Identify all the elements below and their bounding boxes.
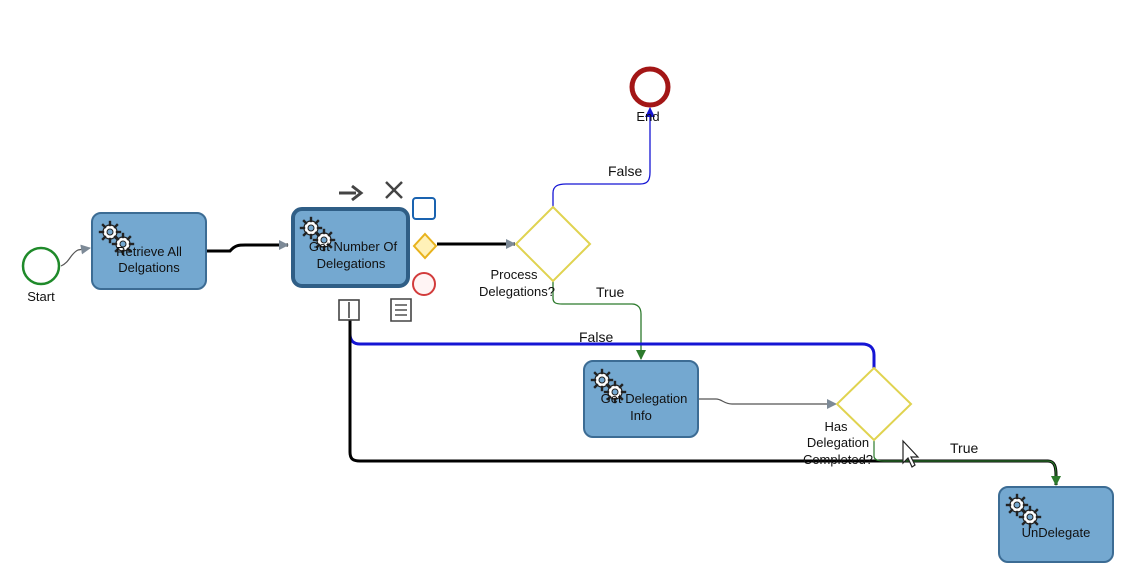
task-label: Retrieve All	[116, 244, 182, 259]
flow-process-true-to-getinfo[interactable]	[552, 281, 646, 360]
context-pad	[338, 181, 438, 322]
gateway-process-delegations[interactable]	[514, 205, 592, 283]
start-event-label: Start	[27, 289, 55, 304]
task-label: Info	[630, 408, 652, 423]
append-end-event-icon[interactable]	[412, 272, 436, 296]
task-label: Get Number Of	[309, 239, 398, 254]
task-get-delegation-info[interactable]: Get Delegation Info	[583, 360, 699, 438]
task-undelegate[interactable]: UnDelegate	[998, 486, 1114, 563]
flow-process-false-to-end[interactable]	[552, 107, 655, 207]
append-gateway-icon[interactable]	[412, 232, 438, 260]
gateway-label: Delegations?	[479, 284, 555, 299]
end-event-label: End	[636, 109, 659, 124]
delete-icon[interactable]	[385, 181, 403, 199]
gateway-label: Completed?	[803, 452, 873, 467]
append-task-icon[interactable]	[412, 197, 436, 220]
start-event[interactable]	[21, 246, 61, 286]
gateway-label: Has	[824, 419, 848, 434]
gear-icon	[1018, 505, 1042, 529]
gateway-label: Delegation	[807, 435, 869, 450]
gateway-has-delegation-completed[interactable]	[835, 366, 913, 442]
mouse-cursor-icon	[902, 439, 920, 468]
flow-retrieve-to-getnumber[interactable]	[206, 240, 289, 253]
properties-icon[interactable]	[338, 299, 360, 321]
gateway-label: Process	[491, 267, 538, 282]
flow-getinfo-to-has[interactable]	[698, 398, 837, 409]
edge-label-process-false: False	[608, 163, 642, 179]
end-event[interactable]	[629, 66, 671, 108]
flow-start-to-retrieve[interactable]	[60, 244, 91, 267]
task-label: Get Delegation	[601, 391, 688, 406]
edge-label-has-true: True	[950, 440, 978, 456]
edge-label-process-true: True	[596, 284, 624, 300]
edge-label-has-false: False	[579, 329, 613, 345]
task-get-number-of-delegations[interactable]: Get Number Of Delegations	[291, 207, 410, 288]
task-label: Delgations	[118, 260, 180, 275]
task-label: UnDelegate	[1022, 525, 1091, 540]
task-label: Delegations	[317, 256, 386, 271]
notes-icon[interactable]	[390, 298, 412, 322]
connect-arrow-icon[interactable]	[339, 184, 364, 202]
task-retrieve-all-delgations[interactable]: Retrieve All Delgations	[91, 212, 207, 290]
